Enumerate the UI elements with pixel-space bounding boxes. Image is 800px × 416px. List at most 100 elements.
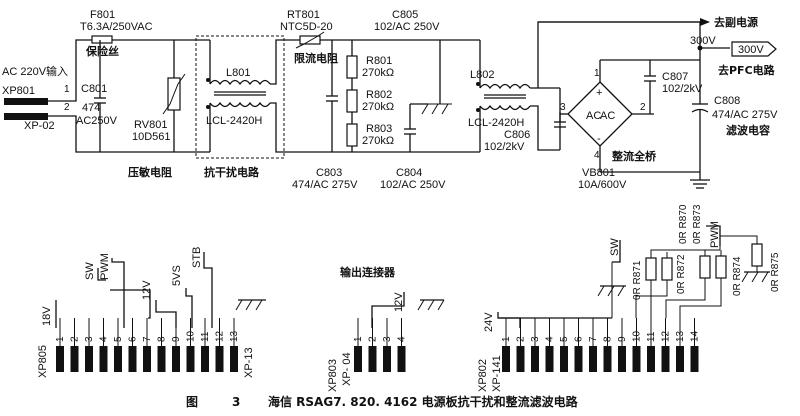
conn_xp802-pin-label-14: 14	[690, 330, 701, 342]
conn_xp805-pin-block-2	[70, 346, 79, 372]
c801-volt: AC250V	[76, 115, 118, 127]
bridge-ac-left: AC	[586, 110, 601, 122]
conn_xp802-pin-block-13	[676, 346, 684, 372]
vb801-value: 10A/600V	[578, 179, 627, 191]
conn_xp802-pin-label-6: 6	[574, 336, 585, 342]
ntc-name: 限流电阻	[294, 51, 338, 65]
conn_xp805-pin-label-1: 1	[55, 336, 66, 342]
rt801-value: NTC5D-20	[280, 21, 333, 33]
r871-label: 0R R871	[632, 260, 643, 300]
conn_xp802-pin-label-2: 2	[516, 336, 527, 342]
xp803-12v: 12V	[393, 292, 405, 312]
filter1-section: L801 LCL-2420H 抗干扰电路 C803 474/AC 275V	[195, 35, 480, 191]
xp803-part: XP- 04	[341, 352, 353, 386]
conn_xp802-pin-label-10: 10	[632, 330, 643, 342]
conn_xp802-pin-label-1: 1	[501, 336, 512, 342]
fuse-ref: F801	[90, 9, 115, 21]
rt801-ref: RT801	[287, 9, 320, 21]
divider-section: C805 102/AC 250V R801 270kΩ R802 270kΩ R…	[346, 9, 452, 191]
conn_xp805-pin-label-13: 13	[229, 330, 240, 342]
xp02-label: XP-02	[24, 120, 55, 132]
xp805-part: XP-13	[243, 347, 255, 378]
r873-symbol	[699, 255, 711, 279]
v300-arrow	[731, 41, 777, 57]
to-aux-label: 去副电源	[714, 15, 758, 29]
xp805-pwm: PWM	[99, 253, 111, 280]
r803-symbol	[346, 123, 358, 147]
bridge-plus: +	[596, 87, 602, 99]
varistor-name: 压敏电阻	[128, 165, 172, 179]
c808-value: 474/AC 275V	[712, 109, 778, 121]
conn_xp805-pin-block-11	[201, 346, 209, 372]
conn_xp805-pin-label-2: 2	[70, 336, 81, 342]
r873-label: 0R R873	[692, 204, 703, 244]
c807-value: 102/2kV	[662, 83, 703, 95]
conn_xp802-pin-block-7	[589, 346, 597, 372]
r874-label: 0R R874	[732, 256, 743, 296]
ntc-section: RT801 NTC5D-20 限流电阻	[280, 9, 480, 65]
r872-label: 0R R872	[676, 254, 687, 294]
conn_xp802-pin-block-11	[647, 346, 655, 372]
xp801-pin1-block	[4, 98, 48, 105]
conn_xp805-pin-label-9: 9	[171, 336, 182, 342]
figure-caption: 图 3 海信 RSAG7. 820. 4162 电源板抗干扰和整流滤波电路	[186, 394, 579, 409]
conn_xp803-pin-label-2: 2	[368, 336, 379, 342]
v300-label: 300V	[690, 35, 716, 47]
conn_xp803-pin-block-1	[354, 346, 362, 372]
xp803-ref: XP803	[327, 359, 339, 392]
c803-ref: C803	[316, 167, 342, 179]
xp805-5vs: 5VS	[171, 265, 183, 286]
conn_xp802-pin-label-4: 4	[545, 336, 556, 342]
xp805-sw: SW	[84, 262, 96, 280]
bridge-pin-4: 4	[594, 150, 600, 161]
xp801-label: XP801	[2, 85, 35, 97]
conn_xp802-pin-block-1	[502, 346, 510, 372]
bridge-name: 整流全桥	[611, 149, 657, 163]
xp802-24v: 24V	[483, 312, 495, 332]
caption-fig: 图	[186, 395, 198, 409]
conn_xp805-pin-block-7	[143, 346, 151, 372]
v300-arrow-text: 300V	[738, 44, 764, 56]
conn_xp805-pin-block-8	[157, 346, 166, 372]
conn_xp802-pin-label-8: 8	[603, 336, 614, 342]
xp802-pwm: PWM	[709, 221, 721, 248]
xp805-ref: XP805	[37, 345, 49, 378]
fuse-name: 保险丝	[85, 44, 119, 58]
caption-text: 海信 RSAG7. 820. 4162 电源板抗干扰和整流滤波电路	[268, 394, 579, 409]
c805-value: 102/AC 250V	[374, 21, 440, 33]
ac-input-label: AC 220V输入	[2, 64, 68, 78]
c805-ref: C805	[392, 9, 418, 21]
l801-part: LCL-2420H	[206, 115, 262, 127]
conn_xp802-pin-block-8	[603, 346, 612, 372]
bridge-pin-1: 1	[594, 68, 600, 79]
conn_xp802-pin-block-3	[531, 346, 539, 372]
conn_xp802-pin-label-5: 5	[559, 336, 570, 342]
r870-label: 0R R870	[678, 204, 689, 244]
xp802-ref: XP802	[477, 359, 489, 392]
l801-ref: L801	[226, 67, 250, 79]
conn_xp805-pin-label-4: 4	[99, 336, 110, 342]
filter2-section: L802 LCL-2420H C806 102/2kV	[468, 21, 700, 153]
conn_xp802-pin-label-12: 12	[661, 330, 672, 342]
conn_xp803-pin-block-2	[368, 346, 377, 372]
c801-ref: C801	[81, 83, 107, 95]
r803-value: 270kΩ	[362, 135, 394, 147]
to-pfc-label: 去PFC电路	[718, 63, 776, 77]
xp805-stb: STB	[191, 247, 203, 268]
rv801-value: 10D561	[132, 131, 171, 143]
bridge-minus: -	[597, 133, 601, 145]
c806-value: 102/2kV	[484, 141, 525, 153]
conn_xp805-pin-block-6	[128, 346, 137, 372]
r871-symbol	[645, 257, 657, 281]
c804-ref: C804	[396, 167, 422, 179]
conn_xp802-pin-block-5	[560, 346, 568, 372]
conn_xp805-pin-label-12: 12	[215, 330, 226, 342]
c804-value: 102/AC 250V	[380, 179, 446, 191]
pin-2-label: 2	[64, 102, 70, 113]
conn_xp802-pin-block-4	[545, 346, 554, 372]
c803-value: 474/AC 275V	[292, 179, 358, 191]
conn_xp803-pin-label-4: 4	[397, 336, 408, 342]
